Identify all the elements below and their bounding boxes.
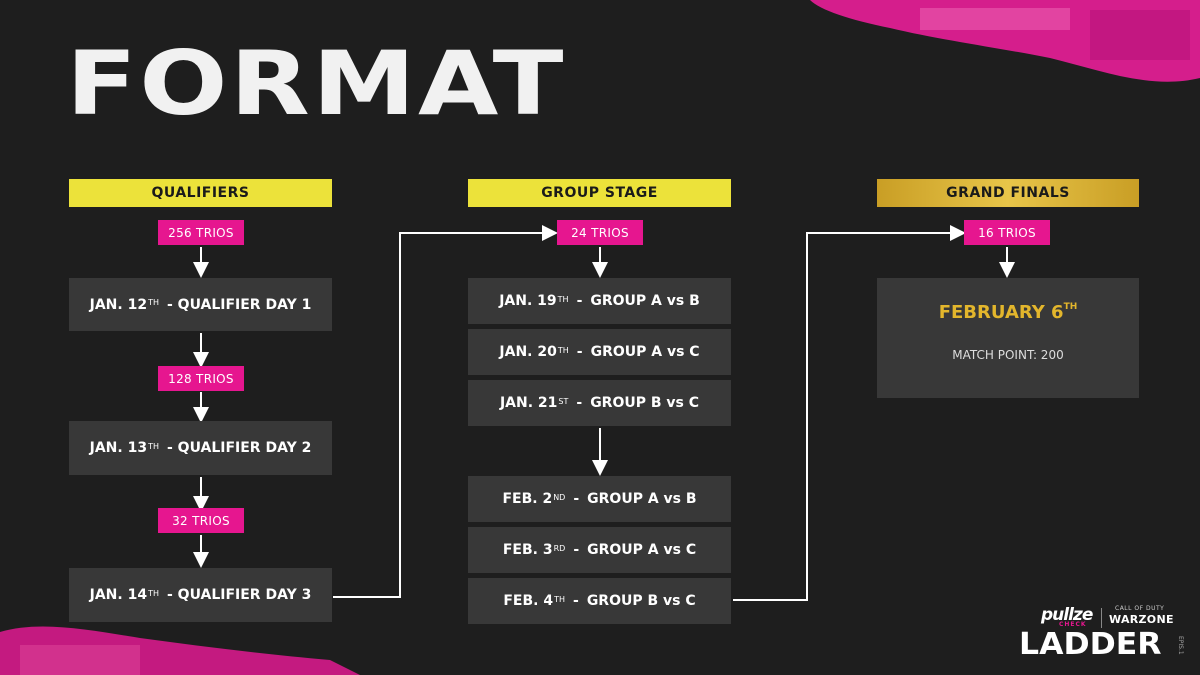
group-match-2-date: JAN. 20 (499, 344, 557, 360)
qualifier-trios-tag-1: 256 TRIOS (158, 220, 244, 245)
warzone-logo-text: WARZONE (1109, 613, 1174, 626)
grand-finals-date: FEBRUARY 6TH (877, 302, 1139, 323)
group-match-6-label: GROUP B vs C (586, 593, 696, 609)
grand-finals-date-text: FEBRUARY 6 (938, 302, 1064, 323)
qualifier-day-3-suffix: TH (148, 588, 159, 598)
call-of-duty-text: CALL OF DUTY (1115, 605, 1165, 612)
group-match-5-label: GROUP A vs C (587, 542, 697, 558)
group-match-3-suffix: ST (558, 396, 569, 406)
match-point-text: MATCH POINT: 200 (952, 348, 1064, 362)
group-match-1-suffix: TH (557, 294, 569, 304)
group-match-1-date: JAN. 19 (499, 293, 557, 309)
group-stage-trios-tag: 24 TRIOS (557, 220, 643, 245)
ladder-logo: pullze CHECK CALL OF DUTY WARZONE LADDER… (1015, 600, 1185, 665)
grand-finals-date-suffix: TH (1063, 302, 1078, 312)
logo-divider (1101, 608, 1102, 628)
group-match-1-label: GROUP A vs B (590, 293, 700, 309)
page-title: FORMAT (66, 32, 566, 135)
qualifier-day-2-label: - QUALIFIER DAY 2 (166, 440, 312, 456)
group-match-5-date: FEB. 3 (502, 542, 553, 558)
logo-side-text: EPIS.1 (1177, 636, 1184, 655)
group-match-3-date: JAN. 21 (499, 395, 558, 411)
qualifiers-header: QUALIFIERS (69, 179, 332, 207)
group-match-3-label: GROUP B vs C (590, 395, 700, 411)
grand-finals-header: GRAND FINALS (877, 179, 1139, 207)
pullze-check-text: CHECK (1059, 621, 1087, 628)
qualifier-day-1-label: - QUALIFIER DAY 1 (166, 296, 312, 313)
qualifier-trios-tag-2: 128 TRIOS (158, 366, 244, 391)
qualifier-day-2-date: JAN. 13 (89, 440, 148, 456)
qualifier-day-2-suffix: TH (148, 441, 159, 451)
grand-finals-trios-tag: 16 TRIOS (964, 220, 1050, 245)
group-stage-header: GROUP STAGE (468, 179, 731, 207)
group-match-4-label: GROUP A vs B (587, 491, 697, 507)
group-match-4-date: FEB. 2 (502, 491, 553, 507)
group-match-2-suffix: TH (557, 345, 569, 355)
pink-photo-decoration-bottom (0, 626, 360, 675)
qualifier-day-1-date: JAN. 12 (89, 296, 148, 313)
pullze-logo-text: pullze (1041, 605, 1093, 625)
grand-finals-box: FEBRUARY 6TH MATCH POINT: 200 (877, 278, 1139, 398)
group-match-6-suffix: TH (554, 594, 565, 604)
ladder-logo-text: LADDER (1019, 627, 1162, 662)
group-match-5-suffix: RD (553, 543, 566, 553)
qualifier-trios-tag-3: 32 TRIOS (158, 508, 244, 533)
qualifier-day-3-label: - QUALIFIER DAY 3 (166, 587, 312, 603)
group-match-2-label: GROUP A vs C (590, 344, 700, 360)
qualifier-day-1-suffix: TH (148, 298, 159, 307)
group-match-4-suffix: ND (553, 492, 566, 502)
group-match-6-date: FEB. 4 (503, 593, 554, 609)
pink-photo-decoration-top (810, 0, 1200, 82)
qualifier-day-3-date: JAN. 14 (89, 587, 148, 603)
